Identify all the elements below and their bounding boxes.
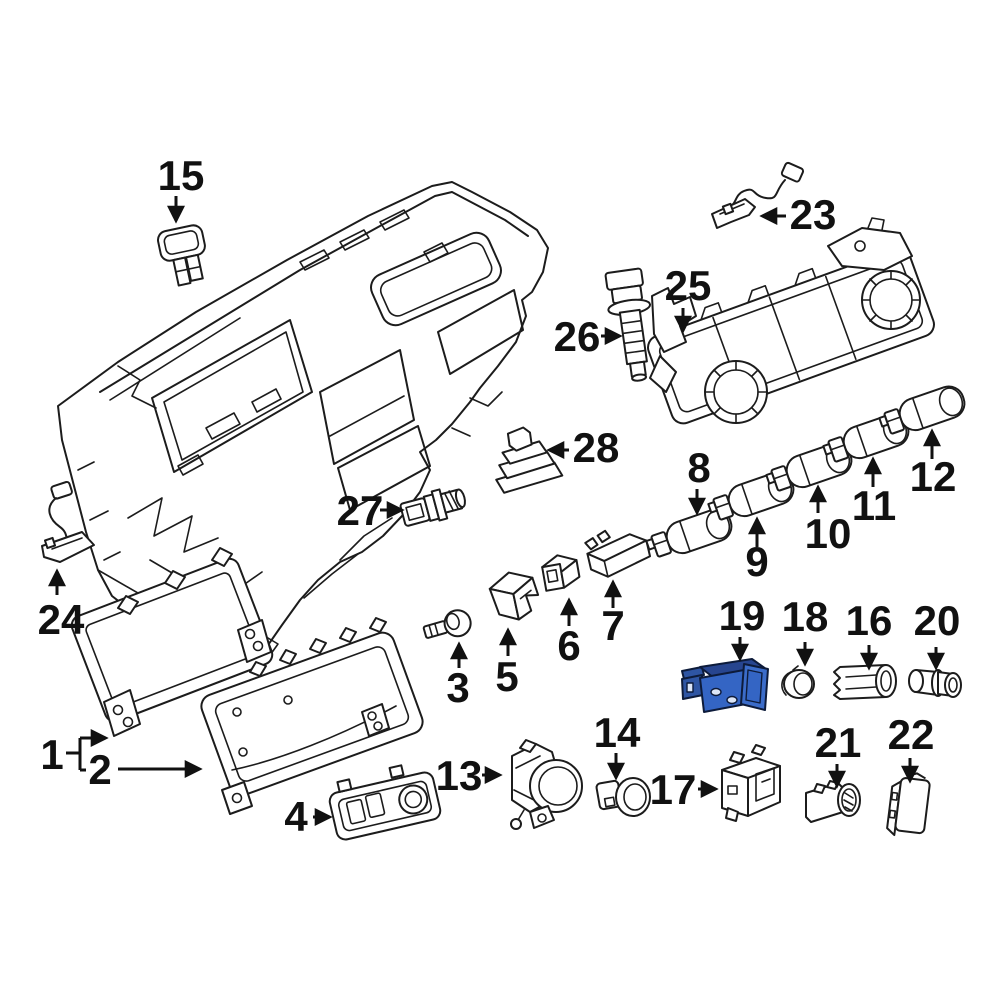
- callout-label-5: 5: [495, 653, 518, 700]
- part-6-drawing: [541, 554, 581, 592]
- callout-label-19: 19: [719, 592, 766, 639]
- callout-label-6: 6: [557, 622, 580, 669]
- part-28-drawing: [495, 426, 564, 494]
- callout-label-1: 1: [40, 731, 63, 778]
- part-17-drawing: [721, 744, 781, 822]
- callout-label-4: 4: [284, 793, 308, 840]
- callout-label-18: 18: [782, 593, 829, 640]
- callout-label-9: 9: [745, 538, 768, 585]
- part-19-drawing-highlighted: [681, 658, 769, 713]
- part-20-drawing: [908, 669, 962, 698]
- part-27-drawing: [399, 488, 466, 527]
- callout-label-8: 8: [687, 444, 710, 491]
- callout-label-21: 21: [815, 719, 862, 766]
- callout-label-17: 17: [650, 766, 697, 813]
- callout-label-16: 16: [846, 597, 893, 644]
- callout-label-20: 20: [914, 597, 961, 644]
- part-18-drawing: [781, 665, 815, 699]
- part-12-drawing: [878, 385, 966, 435]
- part-16-drawing: [833, 664, 897, 700]
- part-26-drawing: [604, 267, 652, 382]
- callout-label-26: 26: [554, 313, 601, 360]
- part-2-cluster-bezel-drawing: [200, 617, 424, 815]
- part-5-drawing: [488, 571, 540, 621]
- part-24-drawing: [41, 480, 95, 563]
- callout-label-14: 14: [594, 709, 641, 756]
- callout-label-11: 11: [852, 482, 896, 529]
- callout-label-12: 12: [910, 453, 957, 500]
- part-10-drawing: [765, 442, 853, 492]
- part-21-drawing: [805, 780, 861, 823]
- callout-label-27: 27: [337, 487, 384, 534]
- part-8-drawing: [645, 508, 733, 558]
- callout-label-13: 13: [436, 752, 483, 799]
- part-13-drawing: [510, 739, 583, 830]
- part-4-drawing: [328, 764, 442, 841]
- part-3-drawing: [422, 609, 472, 639]
- callout-label-2: 2: [88, 746, 111, 793]
- callout-label-15: 15: [158, 152, 205, 199]
- part-7-drawing: [584, 529, 652, 578]
- callout-label-24: 24: [38, 596, 85, 643]
- callout-label-3: 3: [446, 664, 469, 711]
- callout-1-bracket: [66, 738, 86, 772]
- callout-label-23: 23: [790, 191, 837, 238]
- callout-label-7: 7: [601, 602, 624, 649]
- part-15-drawing: [156, 224, 206, 287]
- part-23-drawing: [711, 161, 805, 229]
- callout-label-25: 25: [665, 262, 712, 309]
- part-14-drawing: [595, 777, 651, 817]
- callout-label-10: 10: [805, 510, 852, 557]
- callout-label-22: 22: [888, 711, 935, 758]
- part-1-cluster-screen-drawing: [70, 547, 274, 737]
- part-25-drawing: [647, 217, 935, 425]
- callout-label-28: 28: [573, 424, 620, 471]
